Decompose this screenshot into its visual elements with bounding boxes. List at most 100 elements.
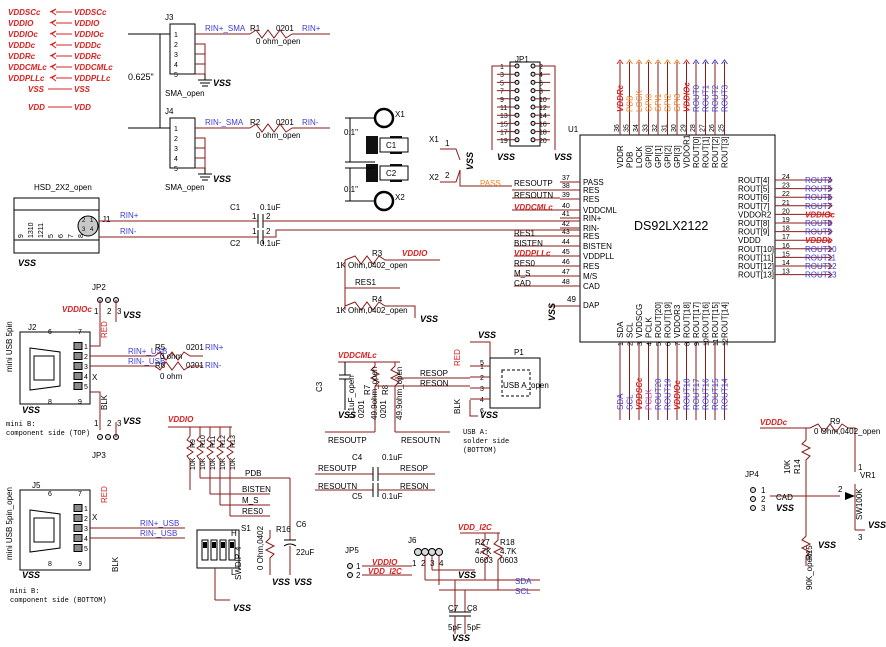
u1-bottom-net-1: SDA — [616, 393, 625, 410]
jp5-p1: 1 — [356, 562, 361, 571]
j4-pin-3: 3 — [174, 146, 178, 153]
s1-ref: S1 — [241, 524, 251, 533]
r16-ref: R16 — [276, 525, 291, 534]
u1-bottom-num-6: 6 — [666, 342, 673, 346]
u1-right-num-17: 17 — [782, 234, 790, 241]
p1-vss-top: VSS — [478, 330, 496, 340]
r6-value: 0 ohm — [160, 372, 183, 381]
u1-right-arrow-15 — [827, 253, 833, 261]
legend-arrow-2 — [49, 30, 57, 38]
c6-ref: C6 — [296, 520, 307, 529]
j3-vss: VSS — [213, 78, 231, 88]
jp1-left-19: 19 — [500, 138, 508, 145]
j6-vss: VSS — [458, 570, 476, 580]
rpack-r-3 — [216, 427, 224, 505]
jp1-right-pad-10 — [530, 96, 536, 102]
jp1-right-pad-18 — [530, 129, 536, 135]
u1-top-name-29: VDDOR1 — [683, 134, 692, 168]
u1-right-num-14: 14 — [782, 260, 790, 267]
r1-ref: R1 — [250, 24, 261, 33]
j2-pin-4 — [73, 372, 83, 380]
j1-pin-1: 1310 — [28, 222, 35, 238]
u1-right-net-17: VDDDc — [805, 236, 833, 245]
u1-left-num-40: 40 — [562, 203, 570, 210]
jp1-left-pad-13 — [514, 112, 520, 118]
r16-value: 0 Ohm,0402 — [256, 525, 265, 570]
r7-value: 49.9ohm_open — [370, 367, 379, 420]
legend-arrow-1 — [49, 19, 57, 27]
c2-box-label: C2 — [386, 169, 397, 178]
rpack-val-4: 10K — [230, 457, 237, 470]
u1-right-name-23: ROUT[5] — [738, 185, 770, 194]
s1-h: H — [231, 529, 237, 538]
r7-pkg: 0201 — [357, 400, 366, 418]
u1-bottom-name-7: VDDOR3 — [673, 304, 682, 338]
u1-top-name-28: ROUT[0] — [692, 136, 701, 168]
jp1-ref: JP1 — [515, 55, 529, 64]
jp1-right-16: 16 — [539, 121, 547, 128]
res1-label: RES1 — [355, 278, 376, 287]
jp2-jumper: JP2 1 2 3 VSS — [92, 283, 141, 322]
j5-pin-1 — [73, 504, 83, 512]
net-vddpllc: VDDPLLc — [514, 249, 551, 258]
u1-top-num-26: 26 — [709, 124, 716, 132]
j5-pin-num-4: 4 — [84, 536, 88, 543]
legend-vss-right: VSS — [74, 85, 91, 94]
u1-right-arrow-17 — [827, 236, 833, 244]
u1-right-num-24: 24 — [782, 174, 790, 181]
u1-top-net-27: ROUT1 — [702, 84, 711, 112]
pass-net: PASS — [480, 179, 501, 188]
r15-ref: R15 — [805, 545, 814, 560]
j2-note2: component side (TOP) — [6, 430, 90, 438]
legend-right-3: VDDDc — [74, 41, 102, 50]
r17-pkg: 0603 — [475, 556, 493, 565]
u1-left-name-42: RIN- — [583, 224, 600, 233]
j2-blk: BLK — [100, 394, 109, 410]
s1-knob-3 — [221, 542, 225, 548]
jp1-body — [509, 61, 541, 147]
net-res1: RES1 — [514, 229, 535, 238]
dim-0625-text: 0.625" — [128, 72, 154, 82]
u1-right-net-13: ROUT13 — [805, 271, 837, 280]
jp1-right-pad-20 — [530, 137, 536, 143]
u1-top-num-32: 32 — [652, 124, 659, 132]
u1-right-arrow-16 — [827, 245, 833, 253]
r3-ref: R3 — [372, 249, 383, 258]
c3-value: 0.1uF_open — [347, 375, 356, 418]
jp5-ref: JP5 — [345, 546, 359, 555]
u1-bottom-name-3: VDDSCG — [635, 304, 644, 338]
j5-pin-3 — [73, 524, 83, 532]
j5-x: X — [92, 513, 98, 522]
vddio-label: VDDIO — [168, 415, 194, 424]
u1-right-name-18: ROUT[9] — [738, 228, 770, 237]
u1-right-name-22: ROUT[6] — [738, 193, 770, 202]
j1-inner-2: 2 — [82, 218, 86, 224]
u1-right-net-20: VDDIOc — [805, 210, 835, 219]
u1-right-num-22: 22 — [782, 191, 790, 198]
r1-net: RIN+ — [302, 24, 321, 33]
j5-body — [19, 489, 91, 571]
u1-right-name-15: ROUT[11] — [738, 253, 773, 262]
jp1-left-17: 17 — [500, 130, 508, 137]
j2-pin-num-1: 1 — [84, 344, 88, 351]
j3-body — [169, 23, 196, 75]
c5-out: RESON — [400, 482, 429, 491]
jp1-right-10: 10 — [539, 97, 547, 104]
p1-vss-bot: VSS — [480, 410, 498, 420]
u1-bottom-name-6: ROUT[19] — [664, 302, 673, 338]
s1-knob-1 — [203, 542, 207, 548]
u1-top-name-27: ROUT[1] — [702, 136, 711, 168]
u1-top-net-30: GPI3 — [673, 93, 682, 112]
testpoint-area: X1 X2 C1 C2 0.1" 0.1" X1 1 X2 2 VSS PASS — [344, 107, 501, 212]
u1-top-arrow-29 — [683, 59, 690, 65]
rpack-ref-0: R9 — [190, 439, 197, 448]
j2-body — [19, 331, 91, 405]
r5-r6-group: R5 0201 0 ohm RIN+ R6 0201 0 ohm RIN- — [154, 343, 224, 381]
r18-pkg: 0603 — [500, 556, 518, 565]
jp1-right-pad-4 — [530, 71, 536, 77]
u1-top-num-31: 31 — [662, 124, 669, 132]
